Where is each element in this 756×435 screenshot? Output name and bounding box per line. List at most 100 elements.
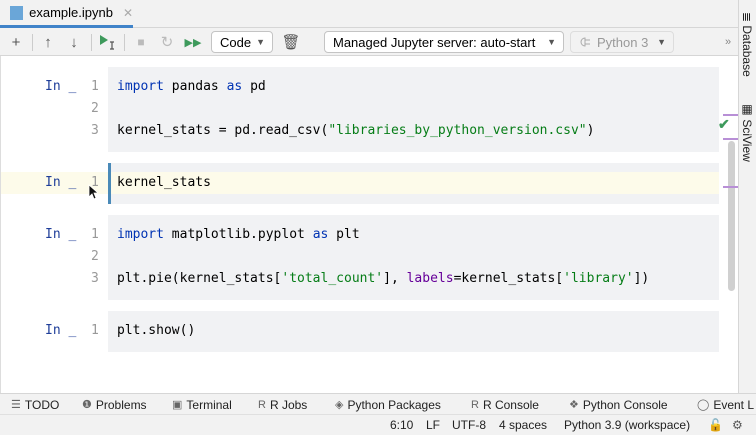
code-cell-4[interactable] [108,311,719,352]
code-line: 2 [1,98,719,120]
code-cell-3[interactable] [108,215,719,300]
python-icon: ❖ [569,399,579,411]
list-icon: ☰ [11,399,21,411]
code-line: In _ 1 import matplotlib.pyplot as plt [1,224,719,246]
kernel-dropdown[interactable]: Python 3 ▼ [570,31,674,53]
line-number: 1 [91,79,99,94]
code-line: 2 [1,246,719,268]
divider [124,34,125,51]
cell-prompt: In _ [45,323,77,338]
r-icon: R [471,398,479,411]
code-token: ], [383,271,407,286]
run-all-icon[interactable]: ▶▶ [184,36,202,49]
line-number: 3 [91,123,99,138]
line-number: 2 [91,101,99,116]
code-token: 'library' [563,271,634,286]
terminal-icon: ▣ [172,399,183,411]
ipynb-file-icon [10,5,24,20]
code-token: ) [586,123,595,138]
code-token: as [312,227,329,242]
run-cell-icon[interactable] [98,28,118,56]
tool-event-log[interactable]: ◯Event L [697,394,754,415]
r-icon: R [258,398,266,411]
event-log-icon: ◯ [697,399,710,411]
move-up-icon[interactable]: ↑ [44,33,52,51]
line-number: 3 [91,271,99,286]
kernel-label: Python 3 [597,34,649,50]
divider [91,34,92,51]
close-icon[interactable]: ✕ [122,5,133,20]
tool-label: Problems [95,397,147,412]
tool-label: Python Packages [347,397,441,412]
notebook-editor[interactable]: In _ 1 import pandas as pd 2 3 kernel_st… [0,56,738,393]
sidebar-label: SciView [740,119,754,162]
more-icon[interactable]: » [724,36,732,48]
trash-icon[interactable]: 🗑 [281,34,301,51]
lock-icon[interactable]: 🔓 [708,418,723,432]
code-token: plt.pie(kernel_stats[ [117,271,282,286]
code-token: ]) [633,271,650,286]
cell-type-dropdown[interactable]: Code▼ [211,31,273,53]
file-encoding[interactable]: UTF-8 [452,418,486,432]
tool-python-packages[interactable]: ◈Python Packages [335,394,441,415]
sidebar-sciview[interactable]: ▦ SciView [740,102,754,162]
notebook-toolbar: + ↑ ↓ ■ ↻ ▶▶ Code▼ 🗑 Managed Jupyter ser… [0,28,738,56]
code-token: plt [328,227,360,242]
inspector-icon[interactable]: ⚙ [732,418,743,432]
restart-icon[interactable]: ↻ [160,34,174,51]
tool-python-console[interactable]: ❖Python Console [569,394,668,415]
indent-setting[interactable]: 4 spaces [499,418,548,432]
python-interpreter[interactable]: Python 3.9 (workspace) [564,418,691,432]
mouse-cursor-icon [88,184,98,200]
error-stripe-mark[interactable] [723,114,738,116]
code-token: kernel_stats [117,175,211,190]
code-token: 'total_count' [281,271,384,286]
move-down-icon[interactable]: ↓ [70,33,78,51]
database-icon: ≣ [740,12,754,26]
tool-todo[interactable]: ☰TODO [11,394,59,415]
chevron-down-icon: ▼ [657,37,666,47]
tab-title: example.ipynb [29,5,113,20]
line-number: 1 [91,175,99,190]
selected-cell-indicator [108,163,111,204]
cell-type-label: Code [220,34,252,50]
stop-icon[interactable]: ■ [137,35,145,49]
tool-terminal[interactable]: ▣Terminal [172,394,232,415]
line-separator[interactable]: LF [426,418,441,432]
cell-prompt: In _ [45,175,77,190]
tool-label: Python Console [582,397,668,412]
error-stripe-mark[interactable] [723,186,738,188]
cell-prompt: In _ [45,79,77,94]
vertical-scrollbar[interactable] [728,141,735,291]
code-token: pandas [163,79,227,94]
sidebar-database[interactable]: ≣ Database [740,12,754,77]
caret-position[interactable]: 6:10 [390,418,414,432]
add-cell-icon[interactable]: + [11,33,21,51]
code-line-current: In _ 1 kernel_stats [1,172,719,194]
sciview-icon: ▦ [740,102,754,120]
server-label: Managed Jupyter server: auto-start [333,34,536,50]
line-number: 1 [91,323,99,338]
code-line: In _ 1 plt.show() [1,320,719,342]
server-dropdown[interactable]: Managed Jupyter server: auto-start ▼ [324,31,564,53]
code-cell-1[interactable] [108,67,719,152]
divider [32,34,33,51]
code-token: matplotlib.pyplot [163,227,313,242]
packages-icon: ◈ [335,399,344,411]
code-token: plt.show() [117,323,196,338]
tool-label: Event L [713,397,755,412]
status-bar: 6:10 LF UTF-8 4 spaces Python 3.9 (works… [0,414,756,435]
code-token: kernel_stats = pd.read_csv( [117,123,329,138]
error-stripe-mark[interactable] [723,138,738,140]
tool-label: Terminal [186,397,232,412]
line-number: 1 [91,227,99,242]
tool-label: R Console [482,397,539,412]
check-icon: ✔ [718,116,730,132]
tab-example-ipynb[interactable]: example.ipynb ✕ [0,0,133,28]
chevron-down-icon: ▼ [547,37,556,47]
tool-label: R Jobs [269,397,308,412]
